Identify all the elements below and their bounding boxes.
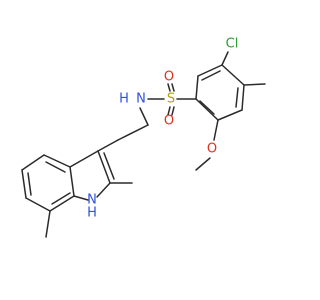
bond-indole-c6-c7 — [25, 197, 51, 212]
bond-s-o-bottom-a — [167, 106, 171, 116]
atom-label-layer: Cl S O O O H N N H — [87, 37, 238, 221]
bond-ch2-ch2 — [117, 124, 149, 141]
atom-label-s: S — [167, 92, 175, 107]
bond-indole-c5-c6 — [21, 169, 27, 199]
bond-ring1-c6-c1-inner — [199, 100, 215, 115]
bond-indole-c2-n1 — [96, 182, 111, 198]
bond-n-ch2 — [139, 107, 149, 126]
bond-o-methoxy-ch3 — [195, 157, 211, 171]
bond-ring1-c1-c2 — [195, 75, 199, 100]
bond-layer — [21, 51, 266, 238]
atom-label-h-sulfonamide: H — [119, 92, 129, 107]
bond-c3-cl — [221, 51, 229, 66]
bond-c4-methyl — [243, 83, 266, 86]
bond-s-o-top-a — [167, 83, 171, 92]
bond-indole-n1-c7a — [73, 195, 89, 201]
bond-ring1-c2-c3-inner — [201, 70, 221, 81]
atom-label-o-sulfonyl-top: O — [164, 70, 174, 85]
atom-label-n-indole: N — [87, 193, 97, 208]
bond-c6-o-methoxy — [213, 119, 219, 141]
bond-indole-c7-c7a-inner — [51, 192, 71, 205]
bond-ring1-c6-c1 — [195, 98, 219, 121]
atom-label-h-indole: H — [87, 206, 97, 221]
bond-indole-c3-c2-inner — [103, 152, 115, 180]
bond-indole-c4-c5 — [21, 154, 45, 171]
atom-label-o-methoxy: O — [207, 142, 217, 157]
bond-ring1-c4-c5 — [241, 84, 245, 111]
bond-indole-c3a-c4-inner — [45, 161, 66, 173]
atom-label-n-sulfonamide: N — [136, 92, 146, 107]
bond-indole-c7-methyl — [45, 210, 51, 238]
bond-ring1-c3-c4 — [221, 64, 245, 86]
bond-ring1-c4-c5-inner — [235, 87, 239, 108]
bond-ch2-indole-c3 — [97, 139, 119, 152]
bond-indole-c3-c2 — [97, 150, 111, 184]
bond-s-o-bottom-b — [171, 106, 175, 116]
atom-label-o-sulfonyl-bottom: O — [164, 114, 174, 129]
bond-ring1-c5-c6 — [217, 109, 243, 121]
bond-s-o-top-b — [171, 83, 175, 92]
bond-indole-c7a-c3a — [69, 166, 75, 197]
molecule-structure-diagram: Cl S O O O H N N H — [21, 37, 266, 238]
bond-ring1-c2-c3 — [197, 64, 223, 77]
atom-label-cl: Cl — [226, 37, 239, 52]
bond-indole-c5-c6-inner — [27, 172, 32, 196]
bond-indole-c3a-c3 — [69, 150, 99, 168]
bond-indole-c7-c7a — [49, 195, 75, 212]
bond-indole-c3a-c4 — [43, 154, 71, 168]
